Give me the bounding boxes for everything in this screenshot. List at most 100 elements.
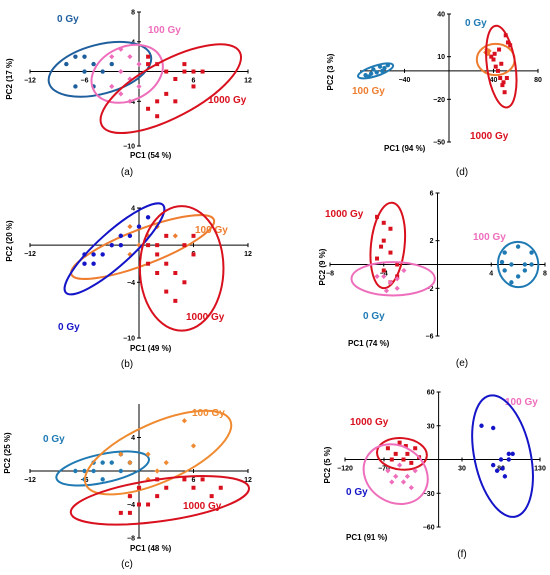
data-point xyxy=(387,279,394,285)
data-point xyxy=(136,83,142,90)
data-point xyxy=(375,256,380,261)
x-axis-label: PC1 (74 %) xyxy=(348,339,390,348)
data-point xyxy=(409,460,414,465)
data-point xyxy=(486,48,492,54)
data-point xyxy=(91,468,96,474)
data-point xyxy=(163,460,169,466)
y-tick-label: −10 xyxy=(123,144,135,151)
data-point xyxy=(403,444,408,448)
y-axis-label: PC2 (20 %) xyxy=(5,220,14,262)
series-label: 0 Gy xyxy=(57,14,79,25)
data-point xyxy=(182,243,187,248)
data-point xyxy=(127,54,133,60)
data-point xyxy=(164,91,169,96)
data-point xyxy=(522,262,528,267)
data-point xyxy=(200,69,205,74)
data-point xyxy=(109,54,115,60)
confidence-ellipse xyxy=(369,201,407,290)
panel-label: (f) xyxy=(457,549,466,560)
data-point xyxy=(155,252,160,257)
data-point xyxy=(498,76,503,80)
y-tick-label: 6 xyxy=(430,191,434,198)
data-point xyxy=(155,243,160,248)
data-point xyxy=(127,510,132,515)
data-point xyxy=(200,477,205,482)
series-label: 0 Gy xyxy=(43,434,65,445)
data-point xyxy=(363,72,368,78)
data-point xyxy=(118,242,124,248)
y-axis-label: PC2 (9 %) xyxy=(318,248,327,285)
data-point xyxy=(137,485,141,490)
data-point xyxy=(381,220,386,225)
series-label: 0 Gy xyxy=(363,311,385,322)
data-point xyxy=(173,298,178,303)
data-point xyxy=(491,425,496,431)
y-tick-label: 2 xyxy=(430,238,434,245)
data-point xyxy=(397,462,403,468)
confidence-ellipse xyxy=(69,475,250,526)
y-tick-label: −2 xyxy=(426,286,434,293)
data-point xyxy=(393,451,398,456)
data-point xyxy=(522,268,528,273)
data-point xyxy=(164,261,169,266)
data-point xyxy=(136,61,142,67)
data-point xyxy=(401,457,406,462)
data-point xyxy=(182,69,187,74)
x-tick-label: 130 xyxy=(534,466,546,473)
data-point xyxy=(91,261,96,266)
data-point xyxy=(218,485,223,490)
x-tick-label: 6 xyxy=(192,477,196,484)
data-point xyxy=(385,62,391,68)
confidence-ellipse xyxy=(83,409,233,496)
confidence-ellipse xyxy=(90,43,164,104)
data-point xyxy=(395,262,400,267)
data-point xyxy=(381,268,386,273)
y-axis-label: PC2 (17 %) xyxy=(5,58,14,100)
data-point xyxy=(127,460,133,466)
data-point xyxy=(503,33,508,38)
data-point xyxy=(385,446,390,451)
data-point xyxy=(502,474,508,479)
data-point xyxy=(100,477,105,482)
data-point xyxy=(500,83,505,88)
data-point xyxy=(515,244,521,249)
data-point xyxy=(73,84,78,89)
data-point xyxy=(377,64,383,69)
data-point xyxy=(529,250,534,255)
data-point xyxy=(500,466,505,471)
data-point xyxy=(118,510,123,515)
data-point xyxy=(506,451,511,457)
y-tick-label: −4 xyxy=(127,502,135,509)
series-label: 1000 Gy xyxy=(350,417,389,428)
data-point xyxy=(498,457,504,462)
data-point xyxy=(502,250,507,255)
data-point xyxy=(191,84,196,89)
x-tick-label: −6 xyxy=(81,78,89,85)
series-label: 1000 Gy xyxy=(186,312,225,323)
data-point xyxy=(127,233,133,239)
data-point xyxy=(173,99,178,104)
series-label: 100 Gy xyxy=(148,25,181,36)
data-point xyxy=(182,280,187,285)
y-tick-label: 4 xyxy=(131,206,135,213)
data-point xyxy=(146,261,151,266)
x-tick-label: 12 xyxy=(244,78,252,85)
data-point xyxy=(408,485,414,491)
data-point xyxy=(155,99,160,104)
x-tick-label: −12 xyxy=(24,477,36,484)
data-point xyxy=(82,252,87,257)
y-tick-label: 60 xyxy=(427,390,435,397)
x-tick-label: −12 xyxy=(24,78,36,85)
series-label: 0 Gy xyxy=(346,487,368,498)
data-point xyxy=(385,468,391,474)
series-label: 100 Gy xyxy=(195,225,228,236)
series-label: 1000 Gy xyxy=(208,95,247,106)
y-tick-label: −20 xyxy=(433,97,445,104)
x-tick-label: 80 xyxy=(534,77,542,84)
data-point xyxy=(388,226,393,231)
